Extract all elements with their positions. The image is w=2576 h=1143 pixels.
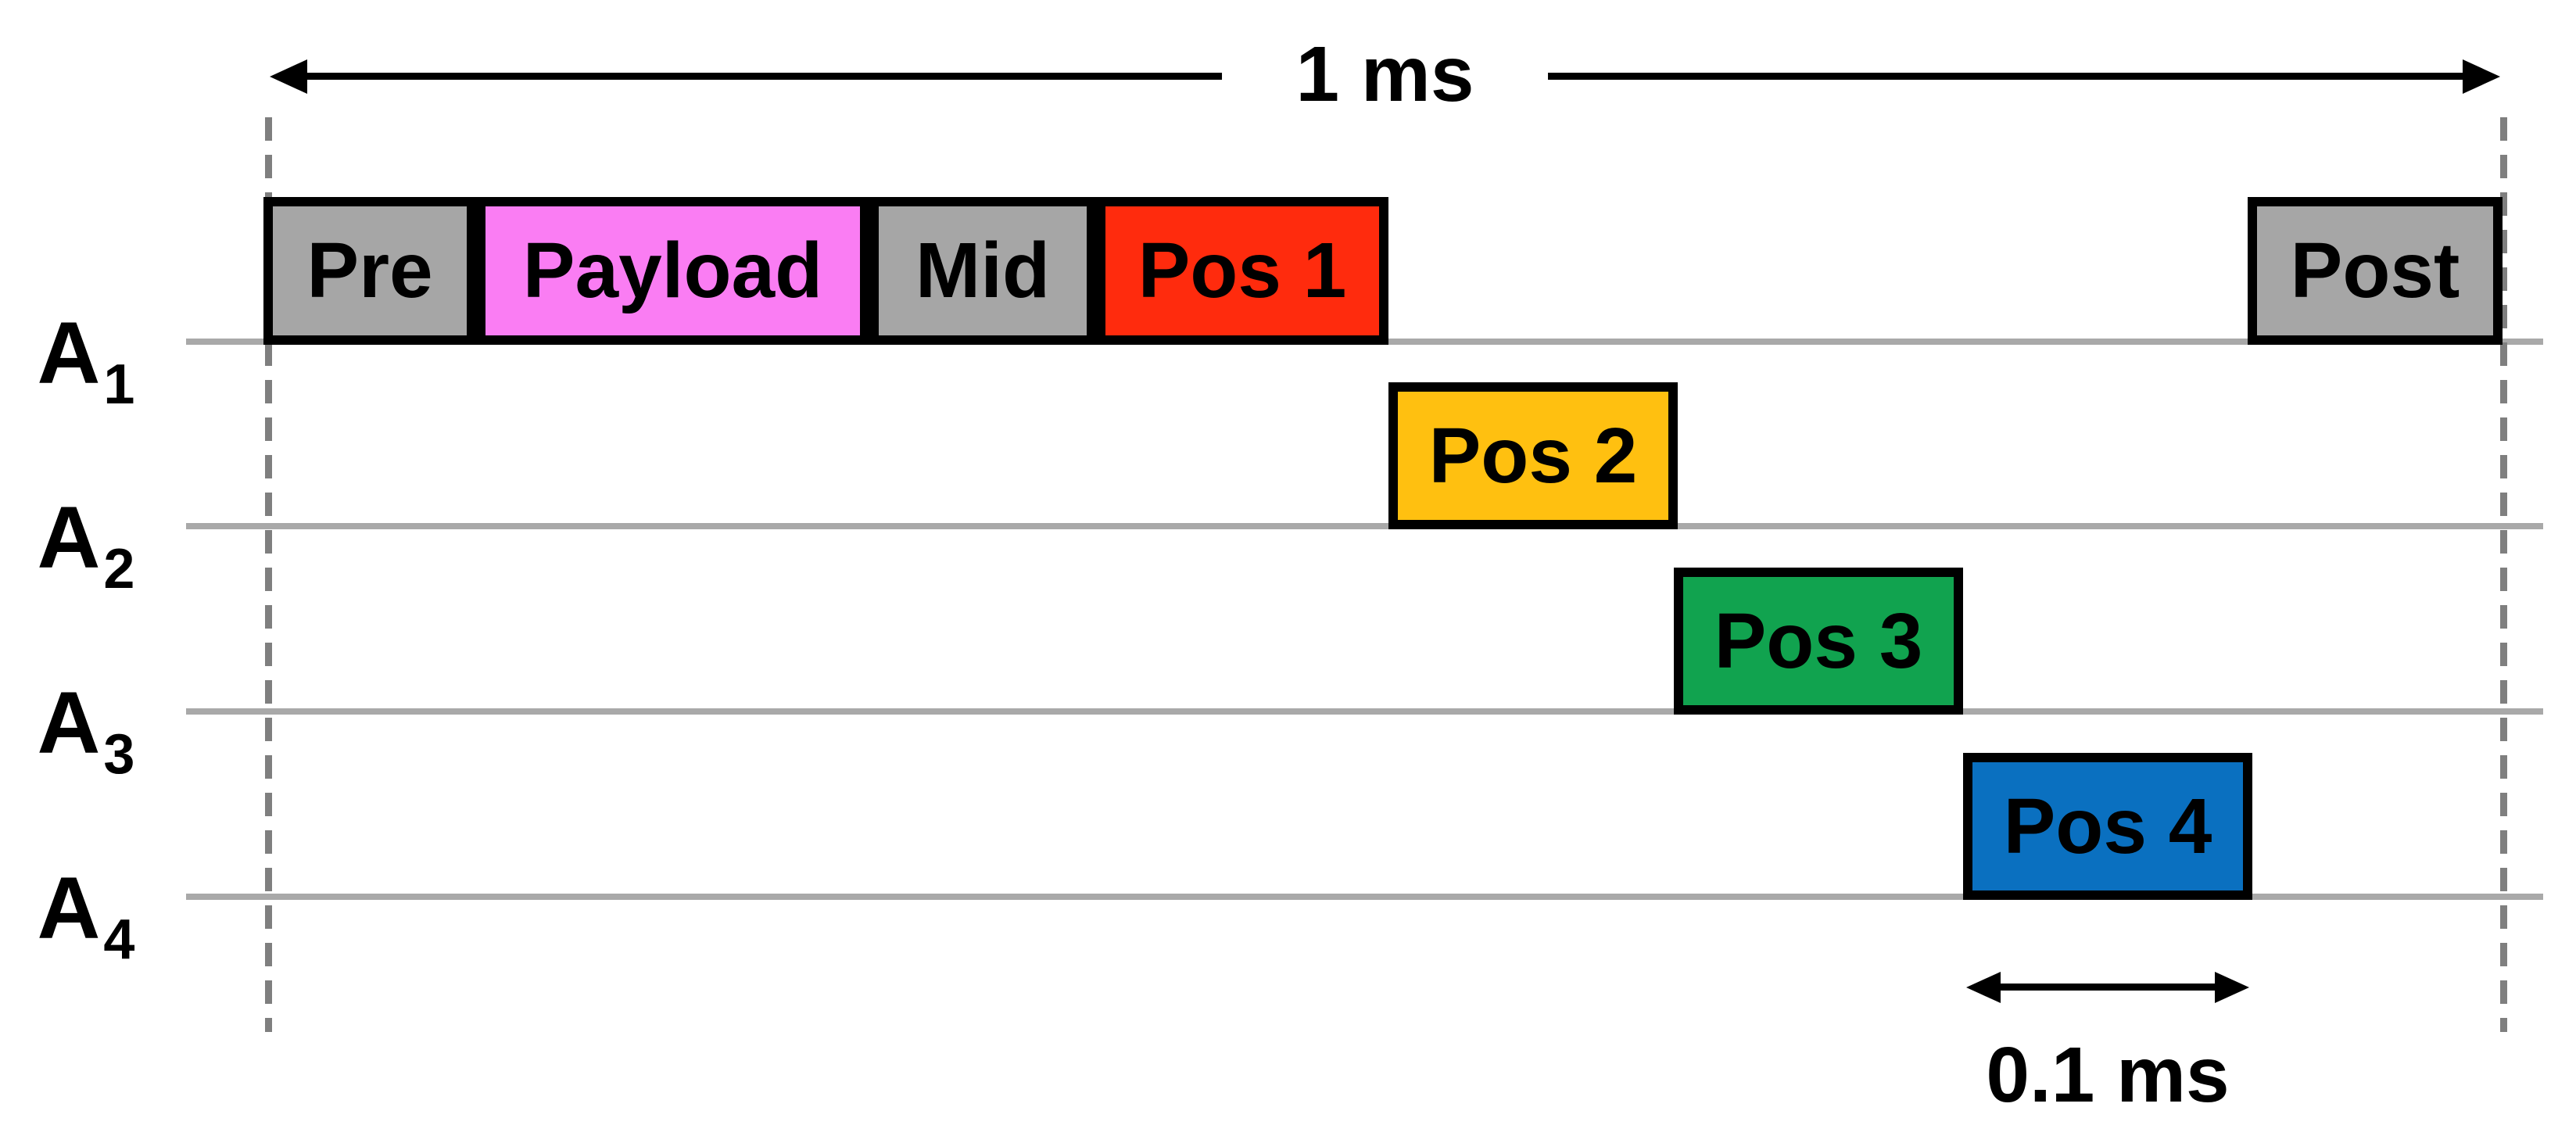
block-post: Post — [2248, 197, 2503, 345]
block-pos-4: Pos 4 — [1963, 753, 2252, 900]
frame-start-dashed-line — [265, 117, 272, 1032]
total-duration-arrow: 1 ms — [270, 30, 2500, 120]
row-label-a3-subscript: 3 — [103, 723, 135, 786]
frame-end-dashed-line — [2500, 117, 2507, 1032]
row-line-a2 — [186, 523, 2543, 529]
block-pos-3: Pos 3 — [1674, 568, 1963, 715]
block-pos-2: Pos 2 — [1388, 382, 1678, 529]
row-label-a4: A4 — [20, 859, 152, 971]
block-pos-1: Pos 1 — [1096, 197, 1388, 345]
row-label-a1-base: A — [37, 304, 101, 402]
row-label-a1-subscript: 1 — [103, 353, 135, 416]
row-label-a3-base: A — [37, 674, 101, 772]
row-label-a4-base: A — [37, 859, 101, 957]
slot-duration-arrow-shaft — [1982, 984, 2234, 991]
row-label-a1: A1 — [20, 304, 152, 416]
row-label-a4-subscript: 4 — [103, 908, 135, 971]
slot-duration-label: 0.1 ms — [1986, 1031, 2230, 1119]
row-line-a4 — [186, 894, 2543, 900]
block-mid: Mid — [869, 197, 1096, 345]
slot-duration-arrow — [1966, 972, 2249, 1003]
row-line-a3 — [186, 708, 2543, 715]
row-label-a2: A2 — [20, 489, 152, 600]
block-pre: Pre — [263, 197, 476, 345]
right-arrowhead-icon — [2463, 59, 2500, 94]
right-arrowhead-icon — [2215, 972, 2249, 1003]
block-payload: Payload — [476, 197, 869, 345]
row-label-a2-base: A — [37, 489, 101, 586]
total-duration-label: 1 ms — [1221, 30, 1549, 120]
row-label-a2-subscript: 2 — [103, 538, 135, 600]
row-label-a3: A3 — [20, 674, 152, 786]
